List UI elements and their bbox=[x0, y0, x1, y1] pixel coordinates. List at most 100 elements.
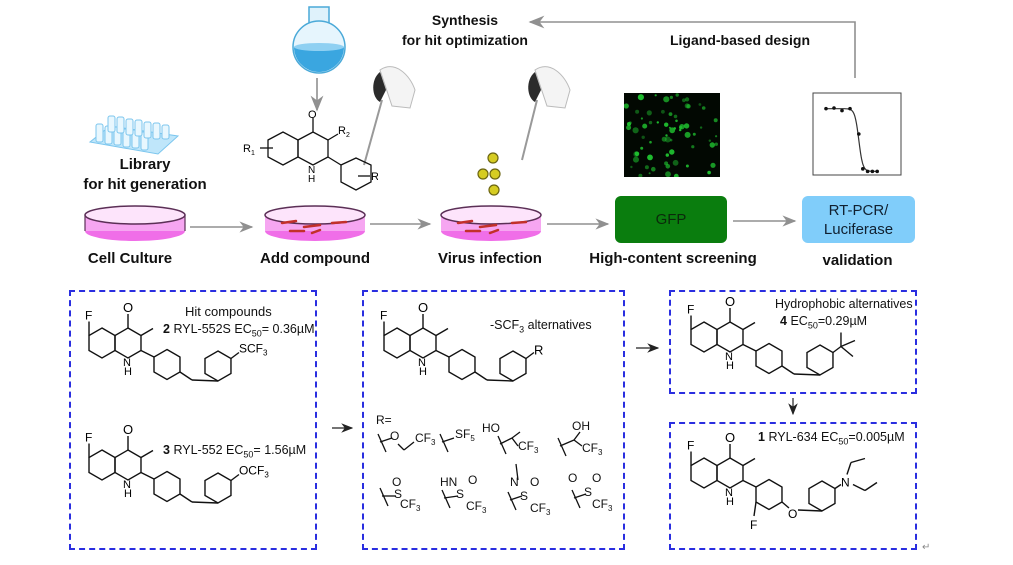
gfp-cell bbox=[661, 136, 667, 142]
gfp-cell bbox=[630, 165, 633, 169]
svg-text:O: O bbox=[392, 475, 401, 489]
aryl-bond bbox=[742, 343, 757, 352]
stage-label-validation: validation bbox=[822, 252, 893, 269]
svg-text:S: S bbox=[456, 487, 464, 501]
gfp-cell bbox=[685, 164, 689, 168]
ch2-bond bbox=[781, 365, 795, 375]
svg-text:O: O bbox=[568, 471, 577, 485]
ether-bond bbox=[781, 501, 790, 509]
compound-3-ec50: = 1.56µM bbox=[253, 443, 307, 457]
gfp-cell bbox=[679, 124, 685, 130]
ethyl-1 bbox=[846, 462, 852, 475]
svg-text:S: S bbox=[584, 485, 592, 499]
stage-label-add-compound: Add compound bbox=[260, 250, 370, 267]
phenyl-ring-2 bbox=[806, 344, 834, 376]
fluorine-label: F bbox=[380, 309, 387, 323]
oxygen-label: O bbox=[725, 430, 735, 445]
gfp-cell bbox=[675, 93, 679, 97]
gfp-cell bbox=[691, 145, 695, 149]
scaffold-o: O bbox=[308, 110, 317, 121]
panel-hit-compounds bbox=[69, 290, 317, 550]
gfp-box: GFP bbox=[615, 196, 727, 243]
methyl-bond bbox=[140, 449, 154, 459]
gfp-cell bbox=[685, 97, 690, 102]
gfp-cell bbox=[626, 125, 632, 131]
gfp-cell bbox=[664, 136, 671, 143]
gfp-cell bbox=[639, 94, 642, 98]
gfp-cell bbox=[644, 165, 649, 170]
scf3-title-suffix: alternatives bbox=[524, 318, 592, 332]
pyridone-ring bbox=[716, 321, 744, 353]
hydrogen-label: H bbox=[419, 366, 427, 378]
data-point bbox=[865, 169, 870, 174]
substituent-bond bbox=[230, 473, 240, 482]
rtpcr-label-line1: RT-PCR/ bbox=[828, 201, 889, 219]
ethyl-2 bbox=[852, 483, 866, 492]
scf3-alternatives-title: -SCF3 alternatives bbox=[490, 318, 592, 335]
phenyl-ring-1 bbox=[153, 470, 181, 503]
benzo-ring bbox=[690, 457, 718, 489]
gfp-cell bbox=[682, 98, 686, 103]
phenyl-ring-1 bbox=[755, 478, 783, 511]
fluorine-label: F bbox=[687, 303, 694, 317]
gfp-cell bbox=[668, 112, 673, 116]
aryl-bond bbox=[140, 349, 155, 358]
gfp-cell bbox=[635, 109, 640, 114]
nitrogen-label: N bbox=[123, 479, 131, 491]
stage-label-virus-infection: Virus infection bbox=[438, 250, 542, 267]
gfp-cell bbox=[634, 151, 640, 157]
fluorine-label: F bbox=[687, 439, 694, 453]
compound-library-plate-icon bbox=[88, 115, 180, 155]
scaffold-h: H bbox=[308, 174, 315, 185]
phenyl-ring-2 bbox=[808, 480, 836, 512]
amine-nitrogen-label: N bbox=[841, 476, 850, 490]
gfp-cell bbox=[633, 156, 639, 163]
data-point bbox=[857, 132, 861, 136]
svg-text:CF3: CF3 bbox=[530, 501, 551, 517]
fluorine-label: F bbox=[85, 431, 92, 445]
aryl-bond bbox=[742, 479, 757, 488]
svg-text:CF3: CF3 bbox=[518, 439, 539, 455]
data-point bbox=[875, 169, 879, 174]
svg-text:CF3: CF3 bbox=[582, 441, 603, 457]
ethyl-1b bbox=[850, 457, 866, 464]
fluorine-label: F bbox=[85, 309, 92, 323]
rtpcr-luciferase-box: RT-PCR/ Luciferase bbox=[802, 196, 915, 243]
substituent-bond bbox=[832, 345, 842, 354]
hydrophobic-title: Hydrophobic alternatives bbox=[775, 297, 913, 311]
svg-text:CF3: CF3 bbox=[400, 497, 421, 513]
gfp-cell bbox=[710, 162, 716, 168]
gfp-cell bbox=[665, 153, 669, 157]
ocf3-label: OCF3 bbox=[239, 464, 269, 480]
gfp-cell bbox=[661, 109, 665, 114]
compound-3-ec-sub: 50 bbox=[243, 449, 254, 460]
scaffold-r3: R3 bbox=[371, 171, 378, 185]
tbu-3 bbox=[840, 345, 854, 358]
gfp-cell bbox=[684, 103, 690, 109]
synthesis-label-line1: Synthesis bbox=[431, 12, 499, 28]
oxygen-label: O bbox=[123, 300, 133, 315]
substituent-bond bbox=[525, 351, 535, 360]
data-point bbox=[824, 106, 828, 111]
gfp-cell bbox=[684, 131, 691, 138]
synthesis-label: Synthesis for hit optimization bbox=[380, 10, 550, 50]
compound-1-number: 1 bbox=[758, 430, 765, 444]
svg-text:SF5: SF5 bbox=[455, 427, 475, 443]
data-point bbox=[832, 106, 836, 110]
hydrogen-label: H bbox=[726, 496, 734, 508]
svg-text:CF3: CF3 bbox=[466, 499, 487, 515]
phenyl-ring-2 bbox=[499, 350, 527, 382]
r-substituent-label: R bbox=[534, 343, 543, 358]
gfp-cell bbox=[669, 138, 673, 142]
substituent-bond bbox=[230, 351, 240, 360]
scaffold-r2: R2 bbox=[338, 125, 350, 139]
gfp-cell bbox=[675, 119, 678, 123]
pipette-hand-icon bbox=[363, 66, 416, 166]
aryl-fluorine-label: F bbox=[750, 518, 757, 532]
gfp-cell bbox=[679, 128, 682, 132]
methyl-bond bbox=[140, 327, 154, 337]
